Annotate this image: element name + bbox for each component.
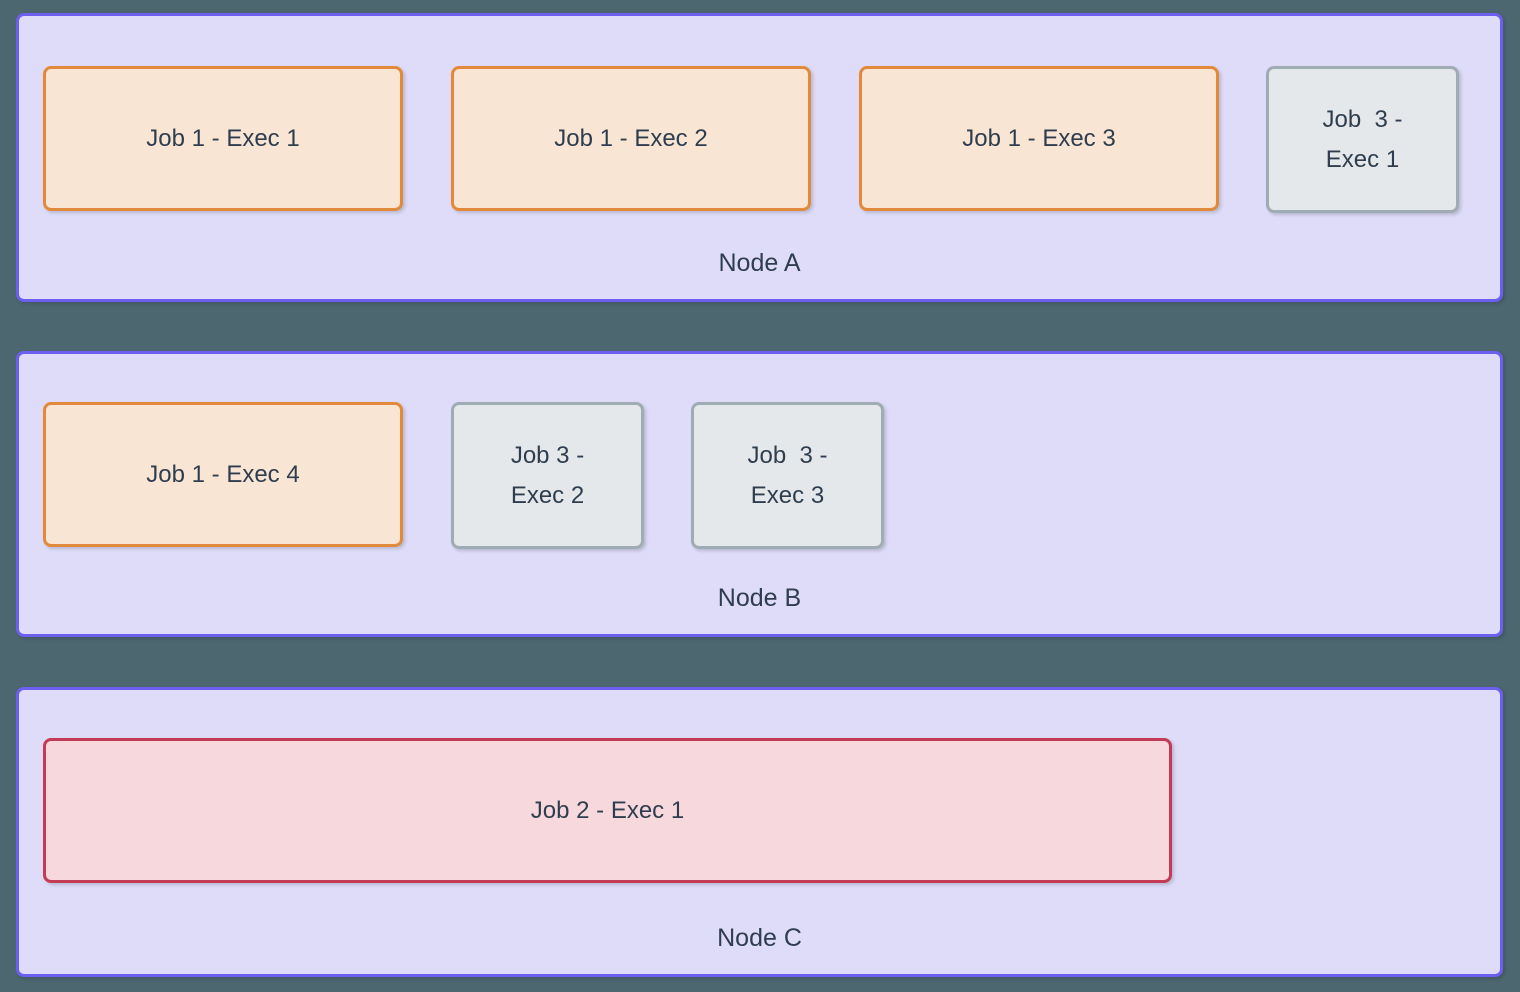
exec-box-label: Job 1 - Exec 4 bbox=[146, 460, 300, 488]
node-a-label: Node A bbox=[718, 248, 801, 277]
node-c-container: Job 2 - Exec 1 Node C bbox=[16, 687, 1503, 977]
exec-box-job1-exec4: Job 1 - Exec 4 bbox=[43, 402, 403, 547]
exec-box-label: Job 1 - Exec 2 bbox=[554, 124, 708, 152]
exec-box-job3-exec1: Job 3 - Exec 1 bbox=[1266, 66, 1459, 213]
exec-box-job1-exec1: Job 1 - Exec 1 bbox=[43, 66, 403, 211]
exec-box-job3-exec3: Job 3 - Exec 3 bbox=[691, 402, 884, 549]
exec-box-label: Job 2 - Exec 1 bbox=[530, 796, 685, 824]
node-b-container: Job 1 - Exec 4 Job 3 - Exec 2 Job 3 - Ex… bbox=[16, 351, 1503, 637]
node-a-container: Job 1 - Exec 1 Job 1 - Exec 2 Job 1 - Ex… bbox=[16, 13, 1503, 302]
exec-box-label: Job 3 - Exec 3 bbox=[747, 441, 828, 509]
node-c-label: Node C bbox=[717, 923, 802, 952]
exec-box-label: Job 3 - Exec 1 bbox=[1322, 105, 1403, 173]
exec-box-job1-exec3: Job 1 - Exec 3 bbox=[859, 66, 1219, 211]
exec-box-job3-exec2: Job 3 - Exec 2 bbox=[451, 402, 644, 549]
exec-box-job1-exec2: Job 1 - Exec 2 bbox=[451, 66, 811, 211]
exec-box-label: Job 1 - Exec 1 bbox=[146, 124, 300, 152]
node-b-label: Node B bbox=[717, 583, 802, 612]
exec-box-label: Job 3 - Exec 2 bbox=[510, 441, 585, 509]
exec-box-label: Job 1 - Exec 3 bbox=[962, 124, 1116, 152]
exec-box-job2-exec1: Job 2 - Exec 1 bbox=[43, 738, 1172, 883]
